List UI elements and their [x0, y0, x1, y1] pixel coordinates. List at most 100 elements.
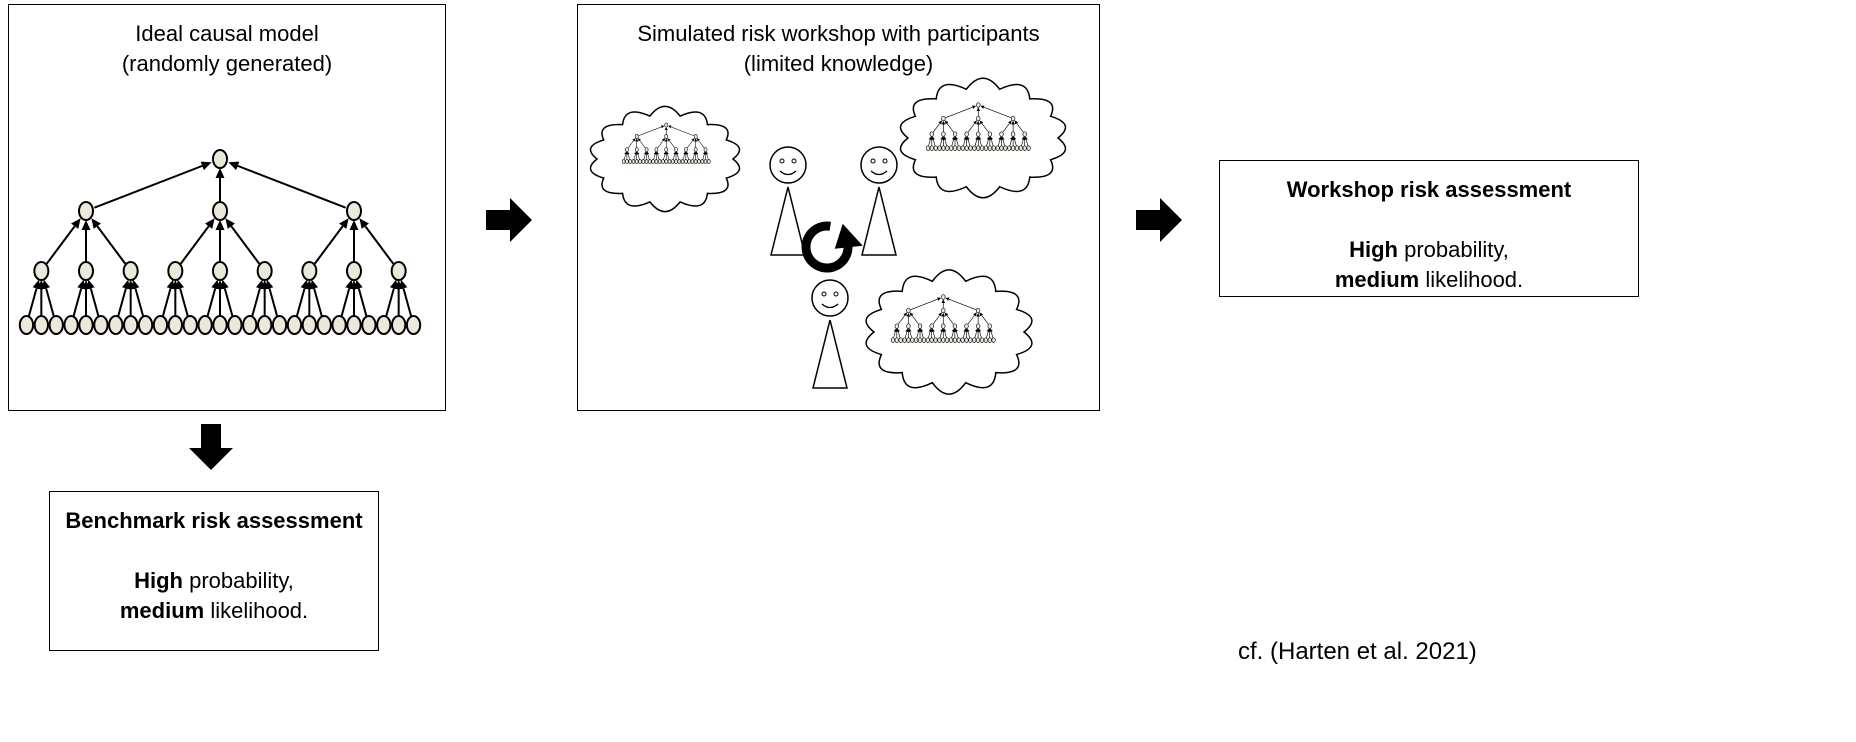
node	[680, 159, 685, 164]
person-body	[770, 186, 806, 256]
node	[941, 145, 946, 151]
edge	[643, 154, 646, 160]
arrowhead	[228, 161, 240, 171]
edge	[94, 164, 203, 209]
node	[929, 131, 934, 137]
edge	[627, 154, 630, 160]
arrowhead	[941, 120, 946, 125]
node	[346, 201, 362, 221]
ideal-model-title: Ideal causal model (randomly generated)	[9, 19, 445, 79]
arrowhead	[71, 218, 81, 229]
node	[894, 323, 899, 329]
node	[941, 337, 946, 343]
node	[968, 145, 973, 151]
ideal-model-panel: Ideal causal model (randomly generated)	[8, 4, 446, 411]
edge	[944, 139, 947, 146]
edge	[983, 106, 1012, 118]
arrowhead	[310, 279, 319, 290]
cycle-arrowhead	[834, 223, 863, 249]
node	[227, 315, 243, 335]
node	[93, 315, 109, 335]
arrow-right-icon	[1136, 198, 1182, 242]
edge	[1025, 139, 1029, 146]
node	[677, 159, 682, 164]
node	[301, 315, 317, 335]
arrowhead	[656, 151, 659, 155]
node	[976, 145, 981, 151]
arrowhead	[668, 125, 672, 129]
workshop-panel: Simulated risk workshop with participant…	[577, 4, 1100, 411]
node	[638, 159, 642, 164]
node	[929, 323, 934, 329]
arrowhead	[909, 312, 914, 317]
node	[976, 337, 981, 343]
node	[33, 261, 50, 281]
edge	[911, 315, 919, 325]
arrowhead	[954, 328, 958, 332]
arrowhead	[1024, 136, 1028, 140]
edge	[696, 154, 699, 160]
participant-1-thought	[589, 105, 741, 213]
node	[1022, 131, 1027, 137]
node	[898, 337, 903, 343]
node	[906, 307, 911, 314]
node	[1011, 145, 1016, 151]
edge	[161, 288, 172, 317]
node	[331, 315, 347, 335]
node	[929, 337, 934, 343]
arrowhead	[1013, 136, 1017, 140]
edge	[657, 140, 664, 149]
arrowhead	[931, 328, 935, 332]
edge	[1016, 123, 1024, 133]
edge	[402, 288, 413, 317]
node	[78, 315, 94, 335]
node	[167, 261, 184, 281]
edge	[657, 154, 660, 160]
ideal-model-title-line2: (randomly generated)	[121, 51, 333, 76]
node	[693, 134, 698, 139]
edge	[1021, 139, 1024, 146]
edge	[686, 154, 689, 160]
node	[391, 315, 407, 335]
thought-cloud	[865, 269, 1033, 395]
node	[671, 159, 675, 164]
edge	[637, 154, 640, 160]
arrow-down-icon	[189, 424, 233, 470]
node	[945, 337, 950, 343]
workshop-assessment-heading: Workshop risk assessment	[1286, 177, 1572, 202]
node	[941, 131, 946, 137]
arrowhead	[972, 105, 977, 109]
node	[952, 145, 958, 151]
arrowhead	[635, 138, 639, 142]
node	[48, 315, 64, 335]
edge	[89, 288, 100, 317]
node	[654, 147, 659, 152]
edge	[27, 288, 38, 317]
edge	[932, 331, 936, 338]
eye	[870, 158, 876, 164]
node	[212, 261, 228, 281]
node	[212, 201, 228, 221]
node	[684, 159, 688, 164]
edge	[295, 288, 306, 317]
edge	[974, 139, 978, 146]
node	[271, 315, 288, 335]
eye	[833, 291, 839, 297]
edge	[904, 331, 908, 338]
edge	[237, 164, 346, 209]
arrowhead	[938, 312, 942, 317]
arrowhead	[989, 328, 993, 332]
arrowhead	[205, 218, 215, 229]
node	[316, 315, 332, 335]
edge	[910, 298, 938, 310]
node	[921, 337, 926, 343]
edge	[928, 331, 931, 338]
node	[700, 159, 704, 164]
arrowhead	[200, 161, 212, 171]
arrowhead	[937, 297, 942, 301]
workshop-title-line1: Simulated risk workshop with participant…	[637, 21, 1040, 46]
node	[152, 315, 169, 335]
node	[1022, 145, 1027, 151]
arrowhead	[215, 220, 225, 230]
arrowhead	[944, 312, 949, 317]
